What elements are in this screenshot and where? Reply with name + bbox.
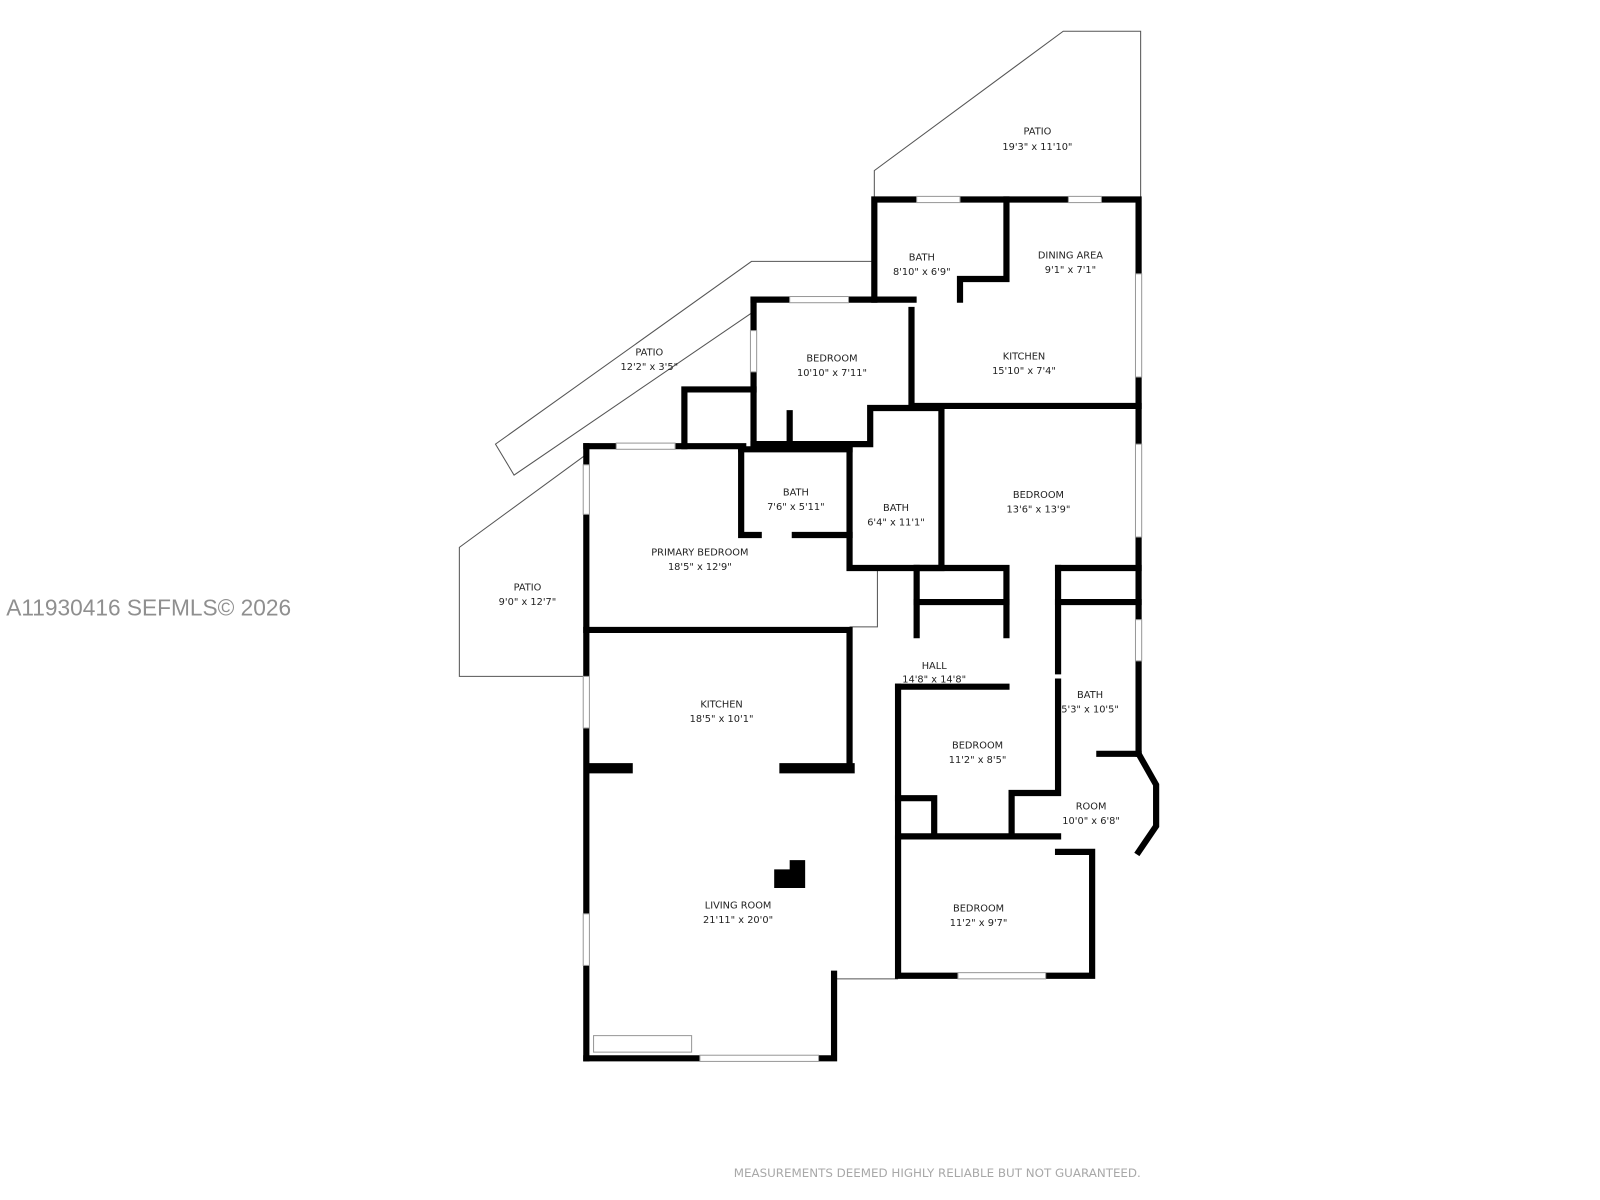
room-label-bedroom: BEDROOM xyxy=(806,354,857,365)
walls xyxy=(583,196,1160,1062)
room-dims: 10'10" x 7'11" xyxy=(797,368,867,379)
room-dims: 6'4" x 11'1" xyxy=(867,518,925,529)
room-dims: 10'0" x 6'8" xyxy=(1062,816,1120,827)
room-dims: 12'2" x 3'5" xyxy=(620,362,678,373)
room-dims: 11'2" x 9'7" xyxy=(950,918,1008,929)
room-label-bedroom: BEDROOM xyxy=(1013,490,1064,501)
room-dims: 21'11" x 20'0" xyxy=(703,915,773,926)
room-labels: PATIO 19'3" x 11'10" BATH 8'10" x 6'9" D… xyxy=(499,126,1120,929)
room-label-room: ROOM xyxy=(1076,802,1107,813)
room-dims: 5'3" x 10'5" xyxy=(1061,705,1119,716)
room-label-bedroom: BEDROOM xyxy=(953,904,1004,915)
room-dims: 18'5" x 10'1" xyxy=(690,714,754,725)
room-label-kitchen: KITCHEN xyxy=(700,699,742,710)
room-label-bath: BATH xyxy=(783,488,809,499)
room-label-patio-diagonal: PATIO xyxy=(635,347,663,358)
room-dims: 18'5" x 12'9" xyxy=(668,562,732,573)
room-label-dining: DINING AREA xyxy=(1038,250,1103,261)
room-dims: 11'2" x 8'5" xyxy=(949,755,1007,766)
windows xyxy=(582,195,1143,1062)
fireplace-icon xyxy=(774,860,806,888)
room-label-bath: BATH xyxy=(1077,690,1103,701)
room-dims: 13'6" x 13'9" xyxy=(1007,504,1071,515)
room-label-bath-top: BATH xyxy=(909,252,935,263)
room-dims: 8'10" x 6'9" xyxy=(893,267,951,278)
room-dims: 19'3" x 11'10" xyxy=(1002,142,1072,153)
room-dims: 9'0" x 12'7" xyxy=(499,597,557,608)
room-dims: 15'10" x 7'4" xyxy=(992,366,1056,377)
room-dims: 7'6" x 5'11" xyxy=(767,502,825,513)
patio-outlines xyxy=(458,30,1142,980)
room-label-hall: HALL xyxy=(922,661,948,672)
room-label-patio-left: PATIO xyxy=(514,583,542,594)
room-label-patio-top: PATIO xyxy=(1024,126,1052,137)
room-label-living-room: LIVING ROOM xyxy=(705,901,772,912)
watermark: A11930416 SEFMLS© 2026 xyxy=(6,594,291,620)
disclaimer: MEASUREMENTS DEEMED HIGHLY RELIABLE BUT … xyxy=(734,1166,1141,1180)
room-label-primary-bedroom: PRIMARY BEDROOM xyxy=(651,548,748,559)
room-label-kitchen-upper: KITCHEN xyxy=(1003,351,1045,362)
room-label-bedroom: BEDROOM xyxy=(952,741,1003,752)
room-dims: 9'1" x 7'1" xyxy=(1045,265,1096,276)
room-dims: 14'8" x 14'8" xyxy=(902,675,966,686)
room-label-bath: BATH xyxy=(883,503,909,514)
